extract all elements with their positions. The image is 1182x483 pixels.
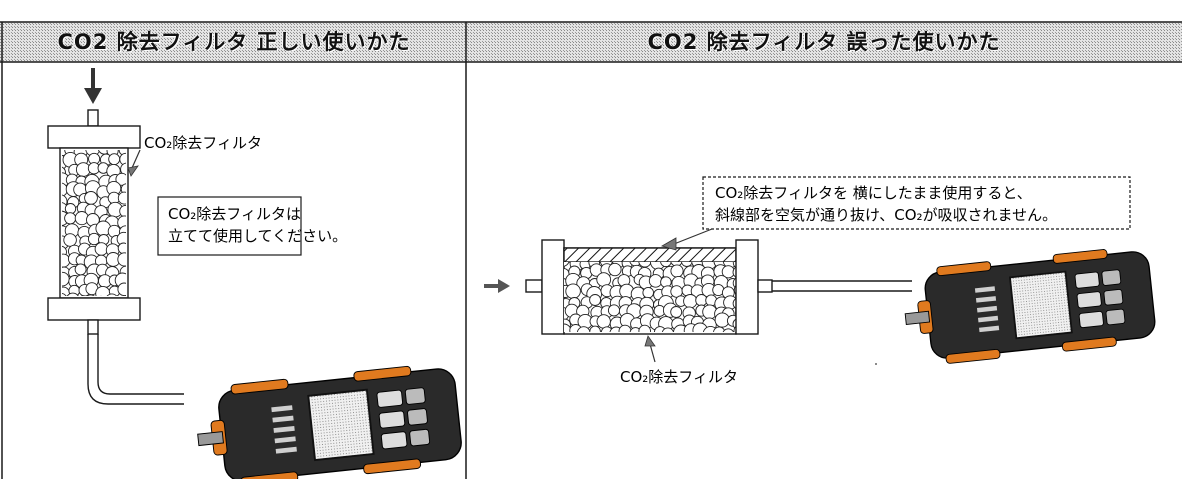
- vertical-beads: [62, 150, 126, 296]
- down-arrow-icon: [84, 68, 102, 104]
- gas-detector-device-left: [197, 365, 462, 483]
- horizontal-setup: [484, 176, 1131, 365]
- top-cap: [47, 125, 141, 149]
- header-band-left-fill: [0, 22, 1182, 62]
- filter-label-left: CO₂除去フィルタ: [144, 134, 262, 152]
- header-band: [0, 21, 1182, 63]
- header-incorrect-usage: CO2 除去フィルタ 誤った使いかた: [647, 30, 1001, 54]
- warning-pointer: [660, 228, 713, 251]
- usage-note: CO₂除去フィルタは 立てて使用してください。: [168, 203, 347, 247]
- note-box: [157, 196, 302, 256]
- filter-label-right: CO₂除去フィルタ: [620, 368, 738, 386]
- warning-note: CO₂除去フィルタを 横にしたまま使用すると、 斜線部を空気が通り抜け、CO₂が…: [715, 182, 1057, 226]
- left-cap: [541, 239, 565, 335]
- gas-detector-device-right: [904, 249, 1156, 364]
- right-arrow-icon: [484, 279, 510, 293]
- bottom-cap: [47, 297, 141, 321]
- top-stub: [87, 109, 99, 127]
- usage-note-line-2: 立てて使用してください。: [168, 227, 348, 245]
- right-cap: [735, 239, 759, 335]
- hatched-airgap: [563, 247, 737, 263]
- label-pointer-left: [127, 149, 141, 177]
- outlet-stub: [757, 279, 773, 293]
- header-correct-usage: CO2 除去フィルタ 正しい使いかた: [57, 30, 411, 54]
- warning-box: [702, 176, 1131, 230]
- warning-note-line-2: 斜線部を空気が通り抜け、CO₂が吸収されません。: [715, 206, 1058, 224]
- inlet-stub: [525, 279, 543, 293]
- horizontal-beads: [564, 262, 736, 332]
- bottom-stub: [87, 319, 99, 335]
- usage-note-line-1: CO₂除去フィルタは: [168, 205, 301, 223]
- vertical-setup: [47, 68, 302, 405]
- label-pointer-right: [644, 335, 656, 363]
- panel-frame: [1, 22, 467, 479]
- warning-note-line-1: CO₂除去フィルタを 横にしたまま使用すると、: [715, 184, 1032, 202]
